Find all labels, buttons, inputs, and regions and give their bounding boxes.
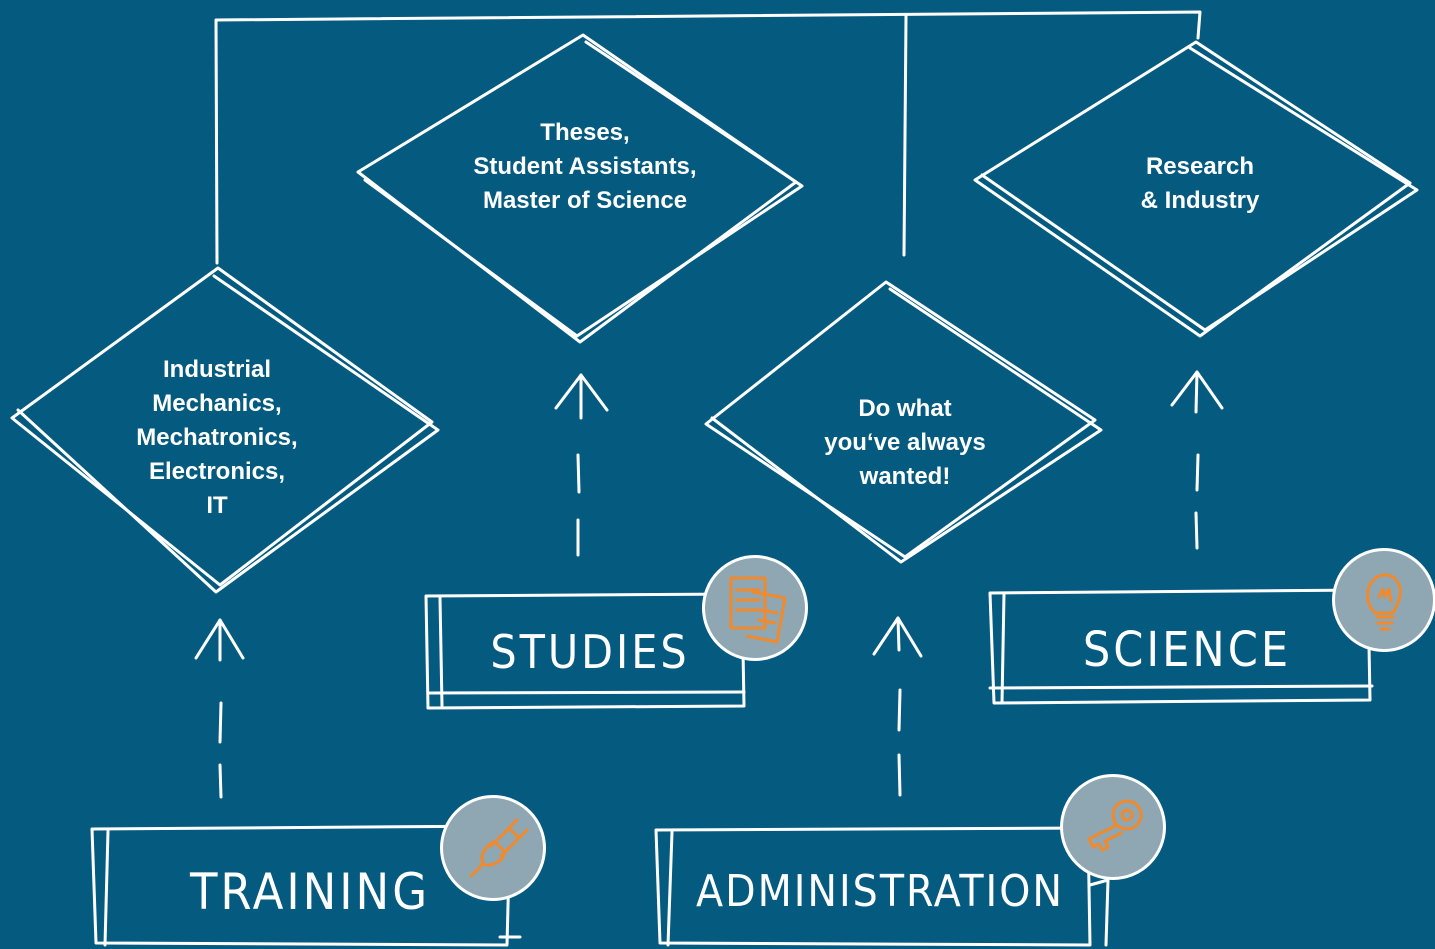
arrow-science: [1170, 370, 1224, 550]
diamond-industrial: [10, 266, 440, 594]
plug-icon: [469, 818, 529, 878]
text-line: Mechatronics,: [136, 424, 298, 451]
text-line: Industrial: [162, 356, 271, 383]
diamond-dowhat: [704, 280, 1103, 564]
text-line: Theses,: [540, 119, 630, 146]
box-training-label: Training: [189, 863, 431, 921]
text-line: Mechanics,: [152, 390, 282, 417]
arrow-studies: [554, 373, 609, 557]
text-line: Student Assistants,: [473, 153, 697, 180]
text-line: Master of Science: [482, 187, 688, 214]
node-industrial-text: Industrial Mechanics, Mechatronics, Elec…: [110, 353, 324, 523]
box-science-label: Science: [1082, 622, 1292, 678]
diamond-theses: [356, 33, 804, 344]
diamond-research: [973, 40, 1419, 338]
box-training: [90, 824, 522, 947]
box-administration: [654, 826, 1110, 947]
badge-studies: [702, 555, 808, 661]
box-science: [988, 588, 1374, 705]
text-line: Electronics,: [148, 458, 286, 485]
text-line: wanted!: [859, 463, 951, 490]
arrow-training: [194, 618, 245, 799]
box-studies-label: studies: [490, 625, 690, 679]
node-research-text: Research & Industry: [1090, 150, 1310, 218]
badge-administration: [1060, 774, 1166, 880]
text-line: IT: [206, 492, 228, 519]
arrow-administration: [872, 616, 923, 797]
badge-science: [1332, 548, 1435, 652]
key-icon: [1087, 799, 1143, 852]
node-theses-text: Theses, Student Assistants, Master of Sc…: [425, 116, 745, 218]
text-line: & Industry: [1140, 187, 1260, 214]
lightbulb-icon: [1366, 573, 1402, 631]
box-studies: [424, 592, 746, 710]
text-line: Research: [1145, 153, 1255, 180]
box-administration-label: Administration: [696, 866, 1064, 917]
node-dowhat-text: Do what you‘ve always wanted!: [785, 392, 1025, 494]
text-line: Do what: [858, 395, 952, 422]
text-line: you‘ve always: [824, 429, 986, 456]
badge-training: [440, 795, 546, 901]
documents-icon: [729, 576, 787, 644]
